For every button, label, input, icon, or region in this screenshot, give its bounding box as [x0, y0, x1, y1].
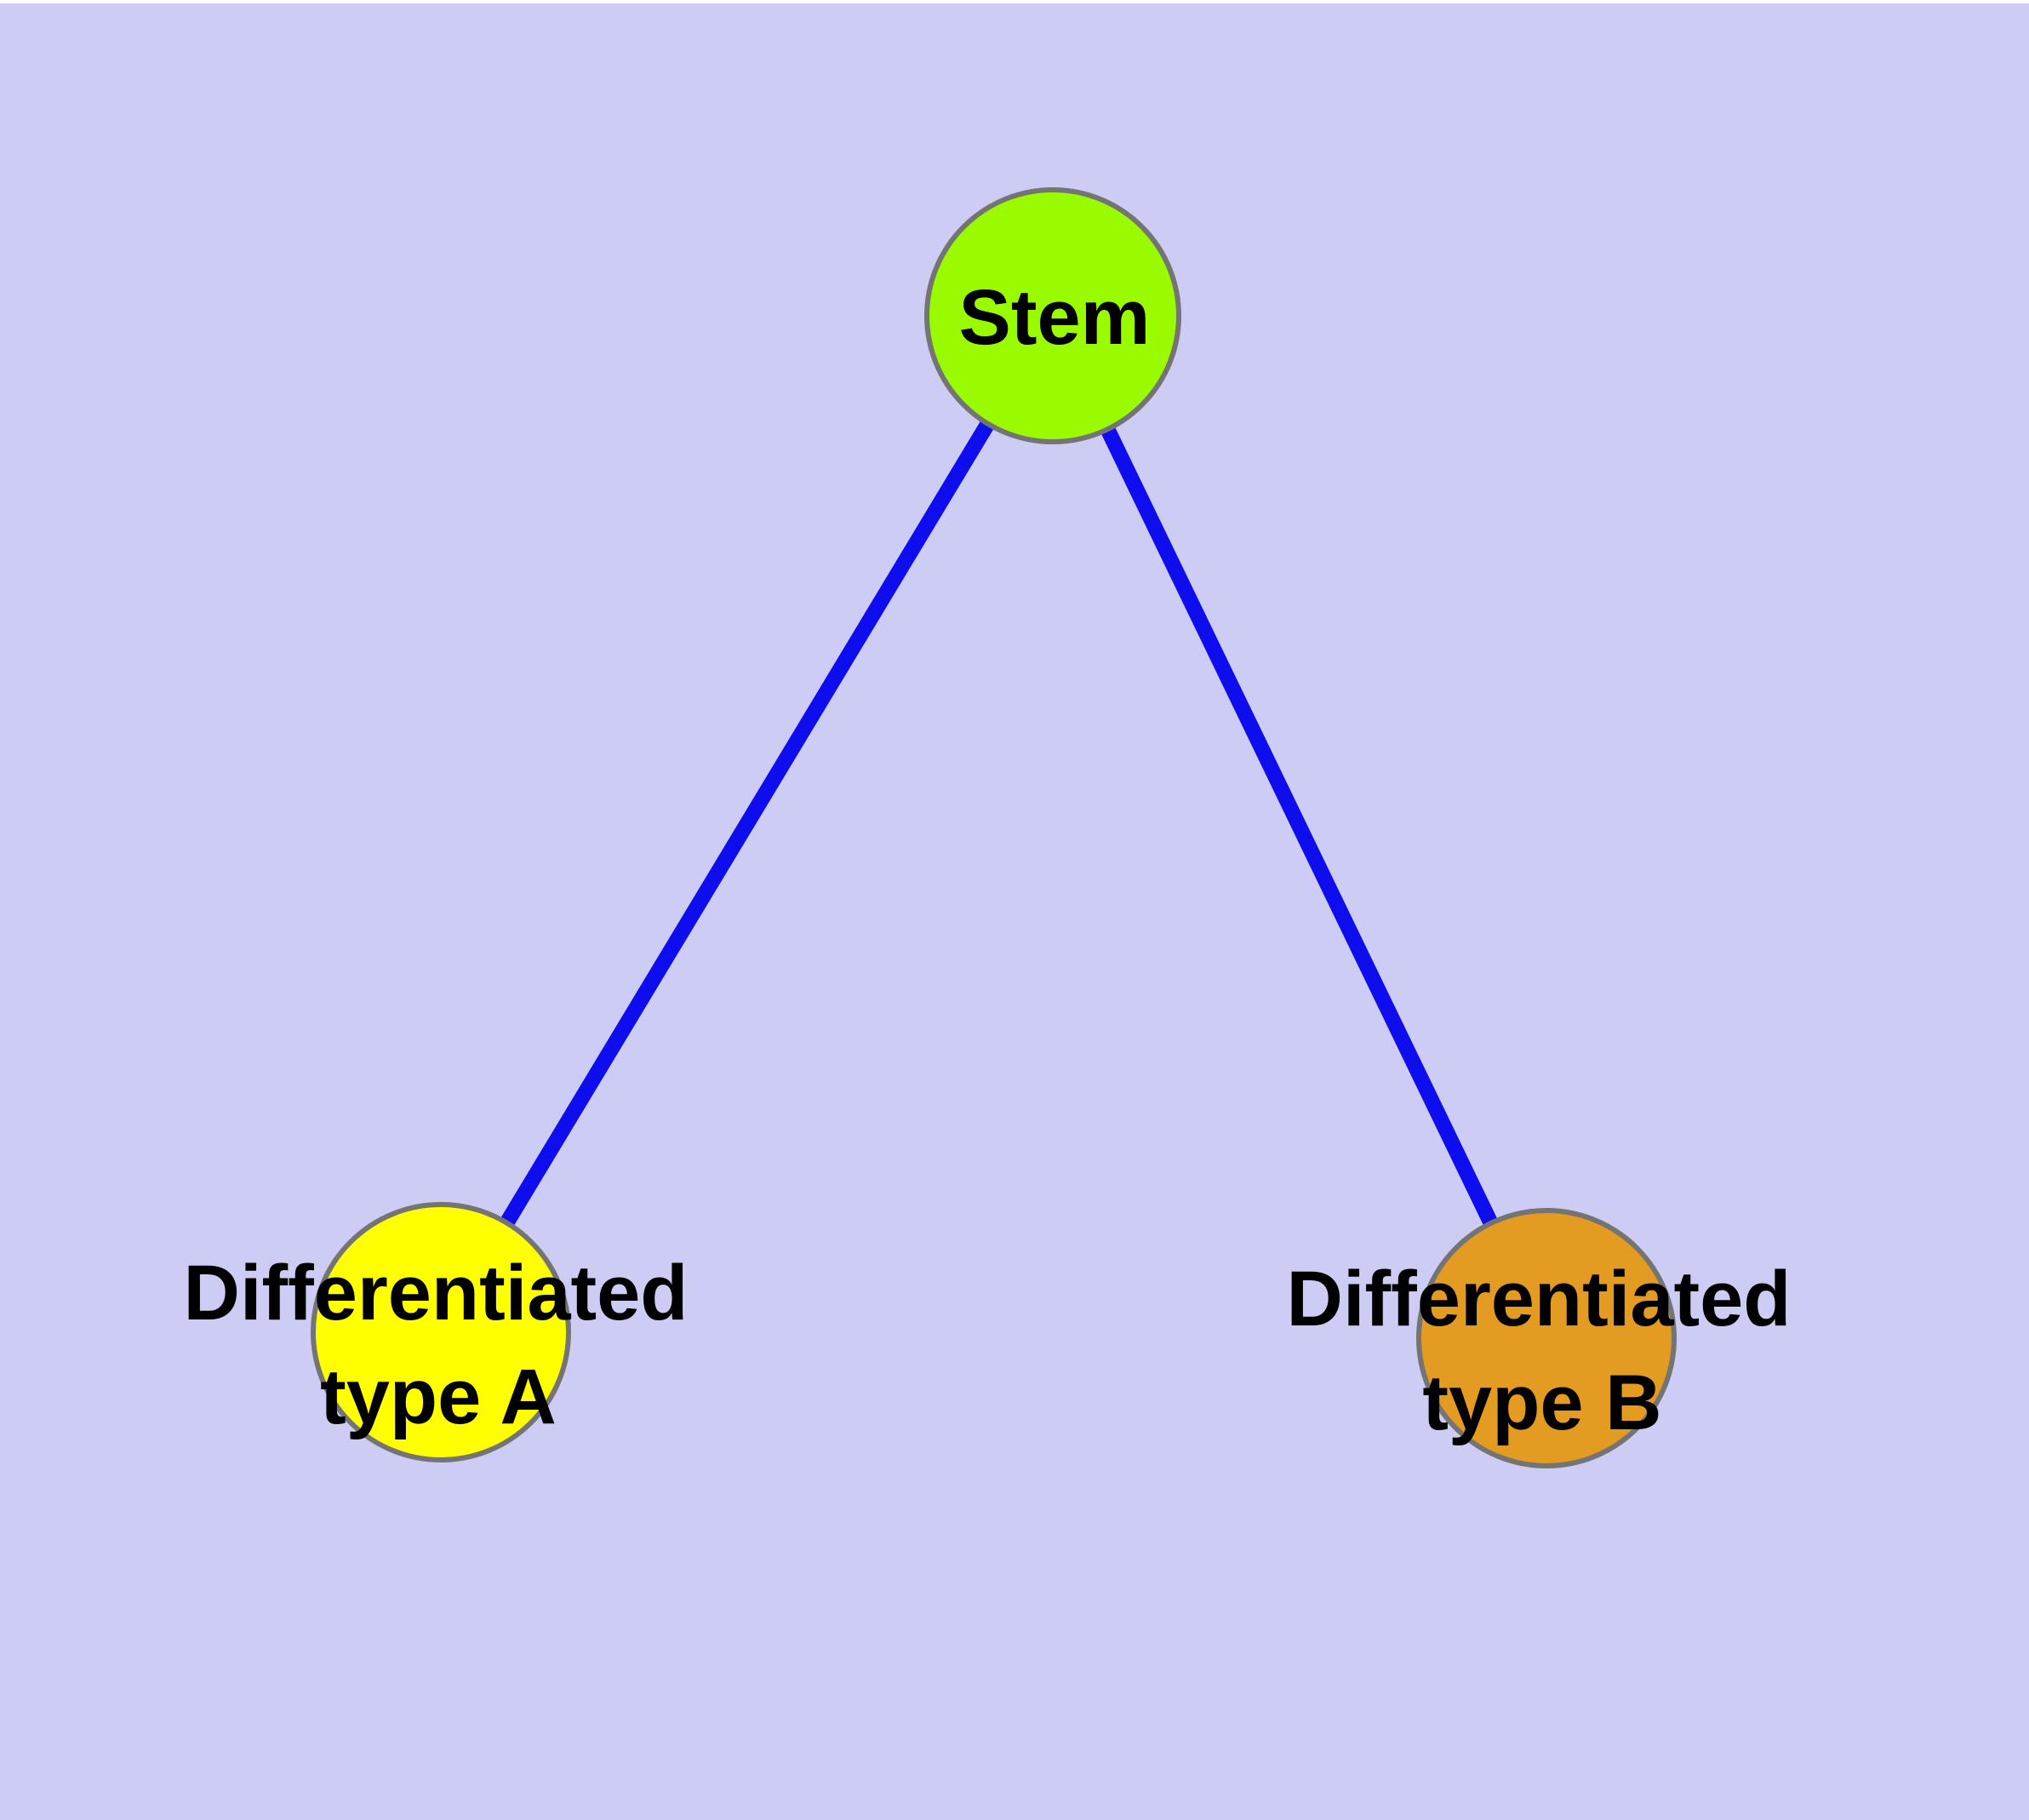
- node-stem-label: Stem: [959, 274, 1151, 361]
- node-differentiated-type-a-label-line1: Differentiated: [184, 1250, 689, 1336]
- edge-stem-to-type-b: [1045, 312, 1554, 1342]
- node-differentiated-type-a-label-line2: type A: [320, 1354, 557, 1440]
- edge-stem-to-type-a: [434, 312, 1060, 1336]
- node-differentiated-type-a: [311, 1202, 571, 1462]
- node-differentiated-type-b-label-line1: Differentiated: [1287, 1256, 1792, 1342]
- node-differentiated-type-b: [1416, 1208, 1677, 1468]
- node-stem: [924, 187, 1181, 444]
- node-differentiated-type-b-label-line2: type B: [1422, 1359, 1661, 1446]
